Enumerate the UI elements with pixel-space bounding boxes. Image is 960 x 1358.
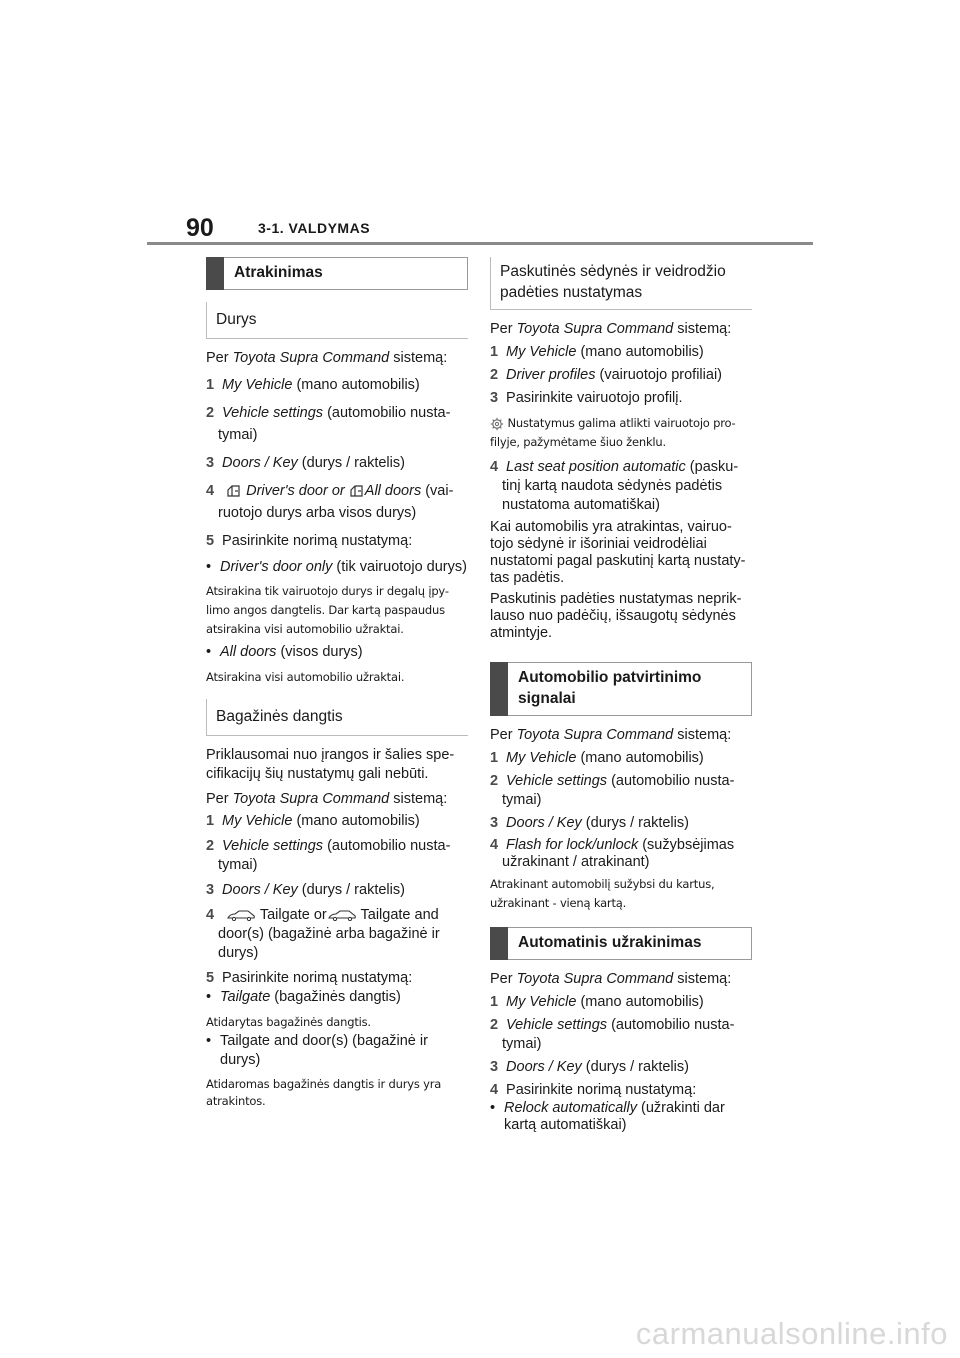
section-heading-unlocking: Atrakinimas (206, 257, 468, 290)
section-heading-text: Automatinis užrakinimas (518, 934, 702, 951)
car-tailgate-icon (327, 910, 356, 922)
step-1: 1 My Vehicle (mano automobilis) (490, 750, 704, 766)
section-heading-text: Atrakinimas (234, 264, 323, 281)
intro-line: Per Toyota Supra Command sistemą: (206, 350, 448, 366)
step-3: 3 Doors / Key (durys / raktelis) (206, 882, 405, 898)
step-4: 4 Tailgate or Tailgate and door(s) (baga… (206, 907, 440, 961)
subheading-text: Durys (216, 311, 257, 328)
step-1: 1 My Vehicle (mano automobilis) (490, 994, 704, 1010)
car-door-icon (227, 485, 240, 497)
subheading-text: Bagažinės dangtis (216, 708, 343, 725)
chapter-title: 3-1. VALDYMAS (258, 220, 371, 236)
step-3: 3 Pasirinkite vairuotojo profilį. (490, 390, 683, 406)
section-heading-autolock: Automatinis užrakinimas (490, 927, 752, 960)
step-4: 4 Driver's door or All doors (vai-ruotoj… (206, 483, 454, 521)
note-text: Atsirakina visi automobilio užraktai. (206, 670, 405, 684)
step-2: 2 Vehicle settings (automobilio nusta-ty… (206, 838, 451, 873)
list-item: •All doors (visos durys) (206, 644, 363, 660)
section-heading-signals: Automobilio patvirtinimo signalai (490, 662, 752, 716)
section-heading-text: Automobilio patvirtinimo signalai (518, 669, 702, 707)
right-column: Paskutinės sėdynės ir veidrodžio padėtie… (490, 257, 752, 1134)
list-item: •Tailgate (bagažinės dangtis) (206, 989, 401, 1005)
step-2: 2 Vehicle settings (automobilio nusta-ty… (490, 1017, 735, 1052)
page-number: 90 (186, 214, 214, 242)
list-item: •Driver's door only (tik vairuotojo dury… (206, 559, 467, 575)
header-rule (147, 242, 813, 245)
list-item: •Tailgate and door(s) (bagažinė ir durys… (206, 1033, 428, 1068)
left-column: Atrakinimas Durys Per Toyota Supra Comma… (206, 257, 468, 1110)
watermark: carmanualsonline.info (635, 1316, 948, 1351)
note-text: Atidarytas bagažinės dangtis. (206, 1015, 371, 1029)
step-3: 3 Doors / Key (durys / raktelis) (206, 455, 405, 471)
step-4: 4 Flash for lock/unlock (sužybsėjimas už… (490, 837, 735, 870)
intro-line: Per Toyota Supra Command sistemą: (490, 321, 732, 337)
gear-icon (490, 417, 504, 430)
step-2: 2 Vehicle settings (automobilio nusta-ty… (206, 405, 451, 443)
subheading-tailgate: Bagažinės dangtis (206, 699, 468, 736)
subheading-doors: Durys (206, 302, 468, 339)
step-1: 1 My Vehicle (mano automobilis) (490, 344, 704, 360)
step-4: 4 Last seat position automatic (pasku-ti… (490, 459, 739, 513)
step-3: 3 Doors / Key (durys / raktelis) (490, 1059, 689, 1075)
list-item: •Relock automatically (užrakinti dar kar… (490, 1100, 725, 1133)
subheading-last-seat: Paskutinės sėdynės ir veidrodžio padėtie… (490, 257, 752, 310)
step-1: 1 My Vehicle (mano automobilis) (206, 813, 420, 829)
note-text: Atsirakina tik vairuotojo durys ir degal… (206, 584, 449, 636)
step-2: 2 Vehicle settings (automobilio nusta-ty… (490, 773, 735, 808)
step-1: 1 My Vehicle (mano automobilis) (206, 377, 420, 393)
car-door-icon (350, 485, 363, 497)
paragraph: Paskutinis padėties nustatymas neprik-la… (490, 591, 742, 641)
step-3: 3 Doors / Key (durys / raktelis) (490, 815, 689, 831)
car-tailgate-icon (227, 910, 255, 922)
intro-line: Per Toyota Supra Command sistemą: (490, 971, 732, 987)
paragraph: Kai automobilis yra atrakintas, vairuo-t… (490, 519, 746, 586)
step-4: 4 Pasirinkite norimą nustatymą: (490, 1082, 697, 1098)
intro-line: Per Toyota Supra Command sistemą: (206, 791, 448, 807)
subheading-text: Paskutinės sėdynės ir veidrodžio padėtie… (500, 263, 726, 301)
step-5: 5 Pasirinkite norimą nustatymą: (206, 533, 413, 549)
availability-text: Priklausomai nuo įrangos ir šalies spe-c… (206, 747, 455, 782)
intro-line: Per Toyota Supra Command sistemą: (490, 727, 732, 743)
step-2: 2 Driver profiles (vairuotojo profiliai) (490, 367, 722, 383)
note-text: Atrakinant automobilį sužybsi du kartus,… (490, 877, 715, 910)
profile-note: Nustatymus galima atlikti vairuotojo pro… (490, 416, 736, 449)
step-5: 5 Pasirinkite norimą nustatymą: (206, 970, 413, 986)
note-text: Atidaromas bagažinės dangtis ir durys yr… (206, 1077, 442, 1108)
